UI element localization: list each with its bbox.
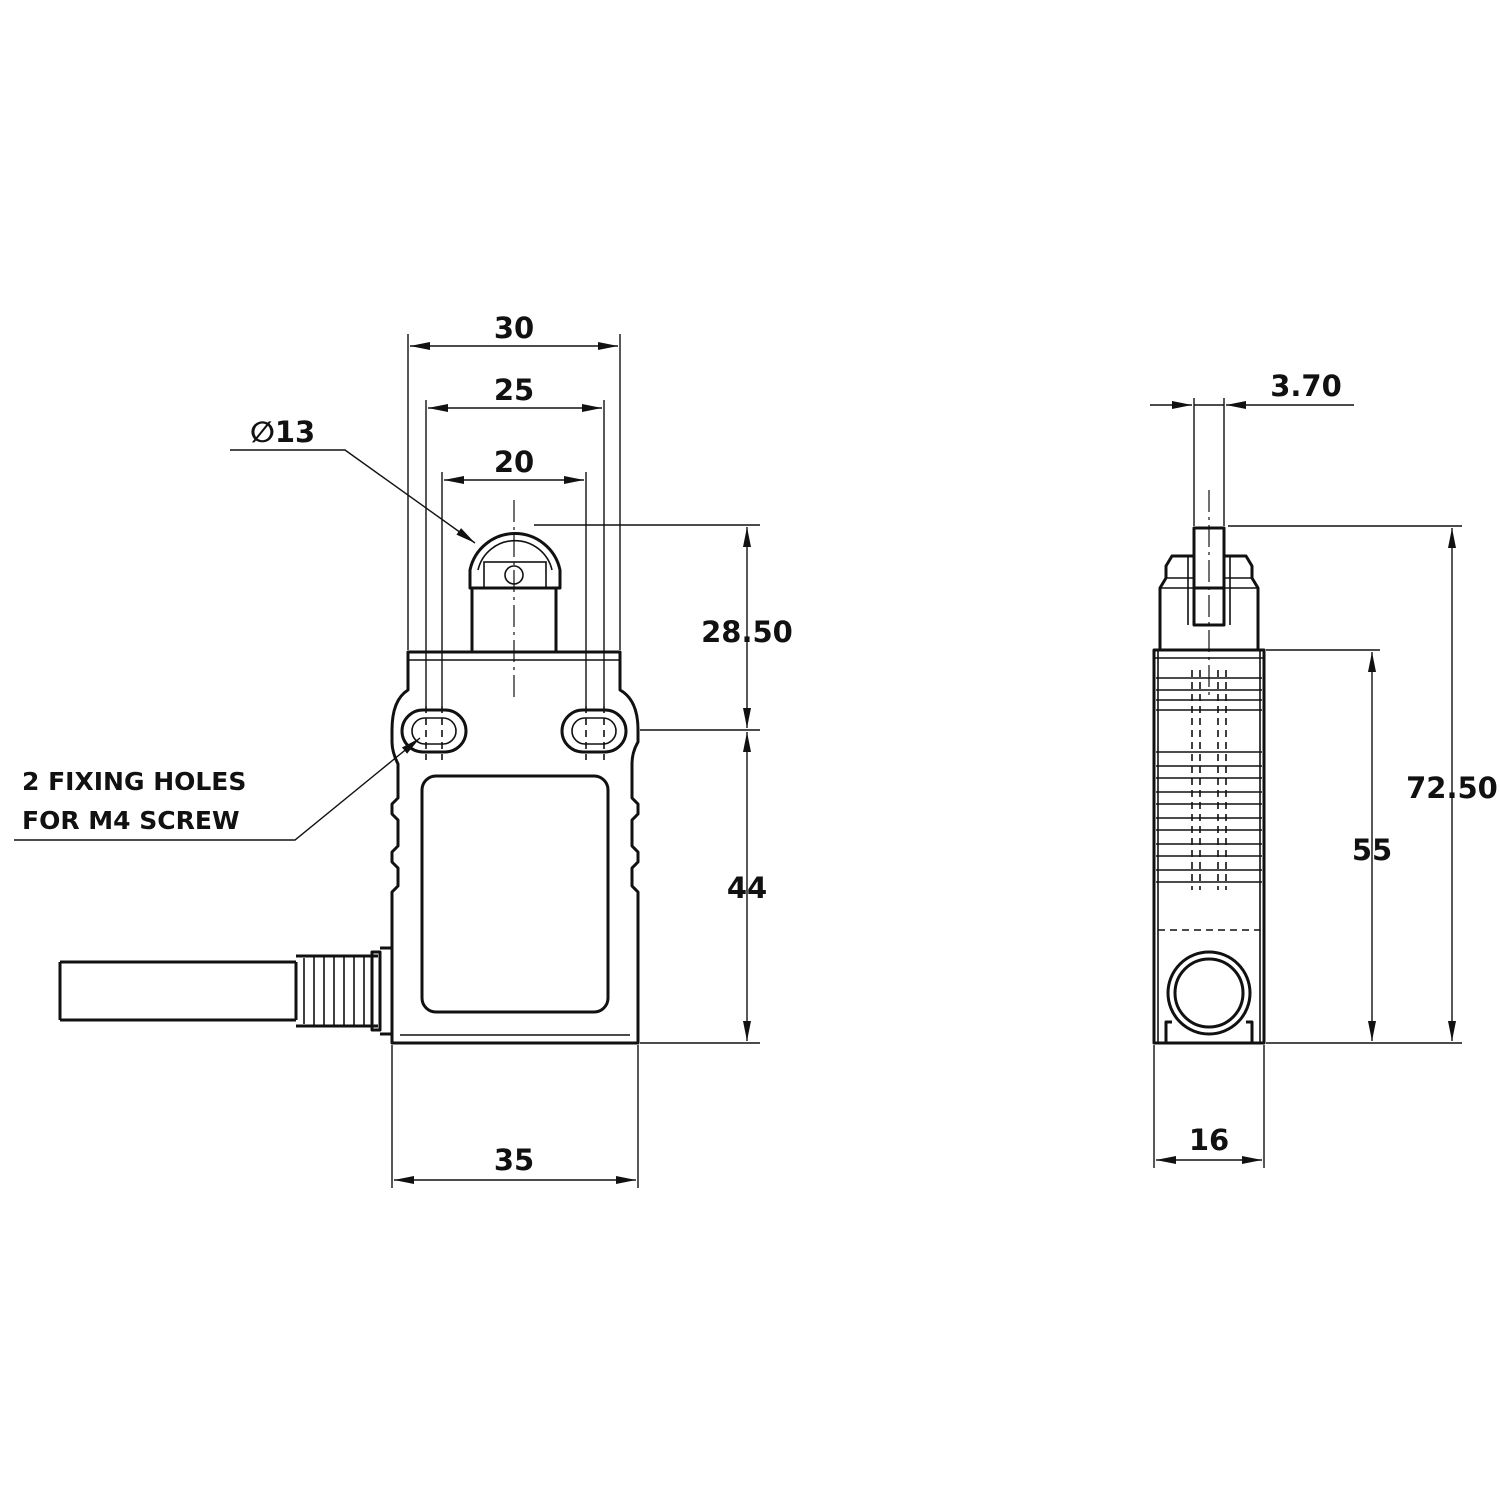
dim-width-30: 30: [494, 311, 534, 345]
plunger: [468, 500, 562, 700]
fixing-hole-right: [560, 708, 628, 754]
side-cable-gland: [1164, 950, 1254, 1043]
switch-body: [390, 650, 640, 1045]
dim-base-width-35: 35: [494, 1143, 534, 1177]
front-view: 30 25 20 ∅13 28.50 44 35 2 FIXING HOLES …: [14, 311, 793, 1188]
dim-width-20: 20: [494, 445, 534, 479]
dim-plunger-height: 28.50: [701, 615, 793, 649]
dim-width-25: 25: [494, 373, 534, 407]
diameter-value: 13: [275, 415, 315, 449]
note-fixing-holes-line2: FOR M4 SCREW: [22, 806, 240, 835]
fixing-hole-left: [400, 708, 468, 754]
dim-overall-height: 72.50: [1406, 771, 1498, 805]
dim-roller-width: 3.70: [1270, 369, 1342, 403]
dim-body-height-55: 55: [1352, 833, 1392, 867]
note-fixing-holes-line1: 2 FIXING HOLES: [22, 767, 246, 796]
side-view: 3.70 55 72.50 16: [1150, 369, 1498, 1168]
dim-body-height-44: 44: [727, 871, 767, 905]
cable: [58, 946, 392, 1036]
dim-body-width-16: 16: [1189, 1123, 1229, 1157]
side-ribs: [1156, 670, 1262, 931]
label-window: [420, 774, 610, 1014]
dim-roller-diameter: ∅13: [250, 415, 315, 449]
diameter-symbol: ∅: [250, 415, 275, 449]
